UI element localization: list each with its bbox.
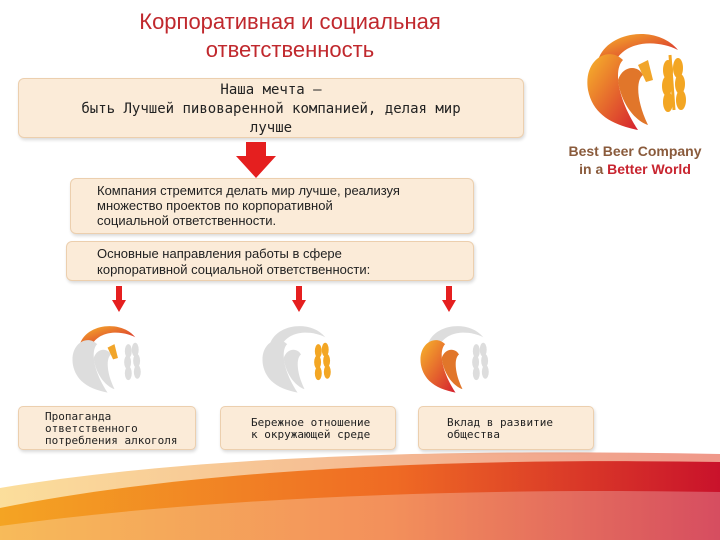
title-line-2: ответственность [205, 37, 375, 62]
logo-tagline: Best Beer Company in a Better World [560, 142, 710, 178]
footer-wave [0, 452, 720, 540]
directions-line-1: Основные направления работы в сфере [97, 246, 342, 261]
mission-box: Компания стремится делать мир лучше, реа… [70, 178, 474, 234]
logo-icon-environment [262, 326, 331, 393]
item-3-line-1: Вклад в развитие [447, 416, 553, 429]
logo-icon-alcohol [72, 326, 141, 393]
arrow-down-icon-3 [442, 286, 456, 312]
item-box-environment: Бережное отношение к окружающей среде [220, 406, 396, 450]
item-2-line-2: к окружающей среде [251, 428, 371, 441]
item-2-line-1: Бережное отношение [251, 416, 371, 429]
arrow-down-icon-1 [112, 286, 126, 312]
arrow-down-icon [236, 142, 276, 178]
page-title: Корпоративная и социальная ответственнос… [80, 8, 500, 64]
logo-line-2-prefix: in a [579, 161, 608, 177]
dream-line-1: Наша мечта – [220, 82, 322, 98]
dream-line-3: лучше [249, 120, 293, 136]
directions-box: Основные направления работы в сфере корп… [66, 241, 474, 281]
mission-line-3: социальной ответственности. [97, 213, 277, 228]
item-1-line-3: потребления алкоголя [45, 434, 178, 447]
mission-line-1: Компания стремится делать мир лучше, реа… [97, 183, 400, 198]
mission-line-2: множество проектов по корпоративной [97, 198, 333, 213]
company-logo-icon [587, 33, 686, 130]
logo-icon-society [420, 326, 489, 393]
logo-line-2: in a Better World [560, 160, 710, 178]
title-line-1: Корпоративная и социальная [139, 9, 441, 34]
logo-line-1: Best Beer Company [568, 143, 702, 159]
item-3-line-2: общества [447, 428, 500, 441]
item-box-alcohol: Пропаганда ответственного потребления ал… [18, 406, 196, 450]
item-box-society: Вклад в развитие общества [418, 406, 594, 450]
dream-box: Наша мечта – быть Лучшей пивоваренной ко… [18, 78, 524, 138]
item-1-line-2: ответственного [45, 422, 138, 435]
directions-line-2: корпоративной социальной ответственности… [97, 262, 371, 277]
dream-line-2: быть Лучшей пивоваренной компанией, дела… [81, 101, 461, 117]
arrow-down-icon-2 [292, 286, 306, 312]
logo-line-2-accent: Better World [607, 161, 691, 177]
item-1-line-1: Пропаганда [45, 410, 112, 423]
